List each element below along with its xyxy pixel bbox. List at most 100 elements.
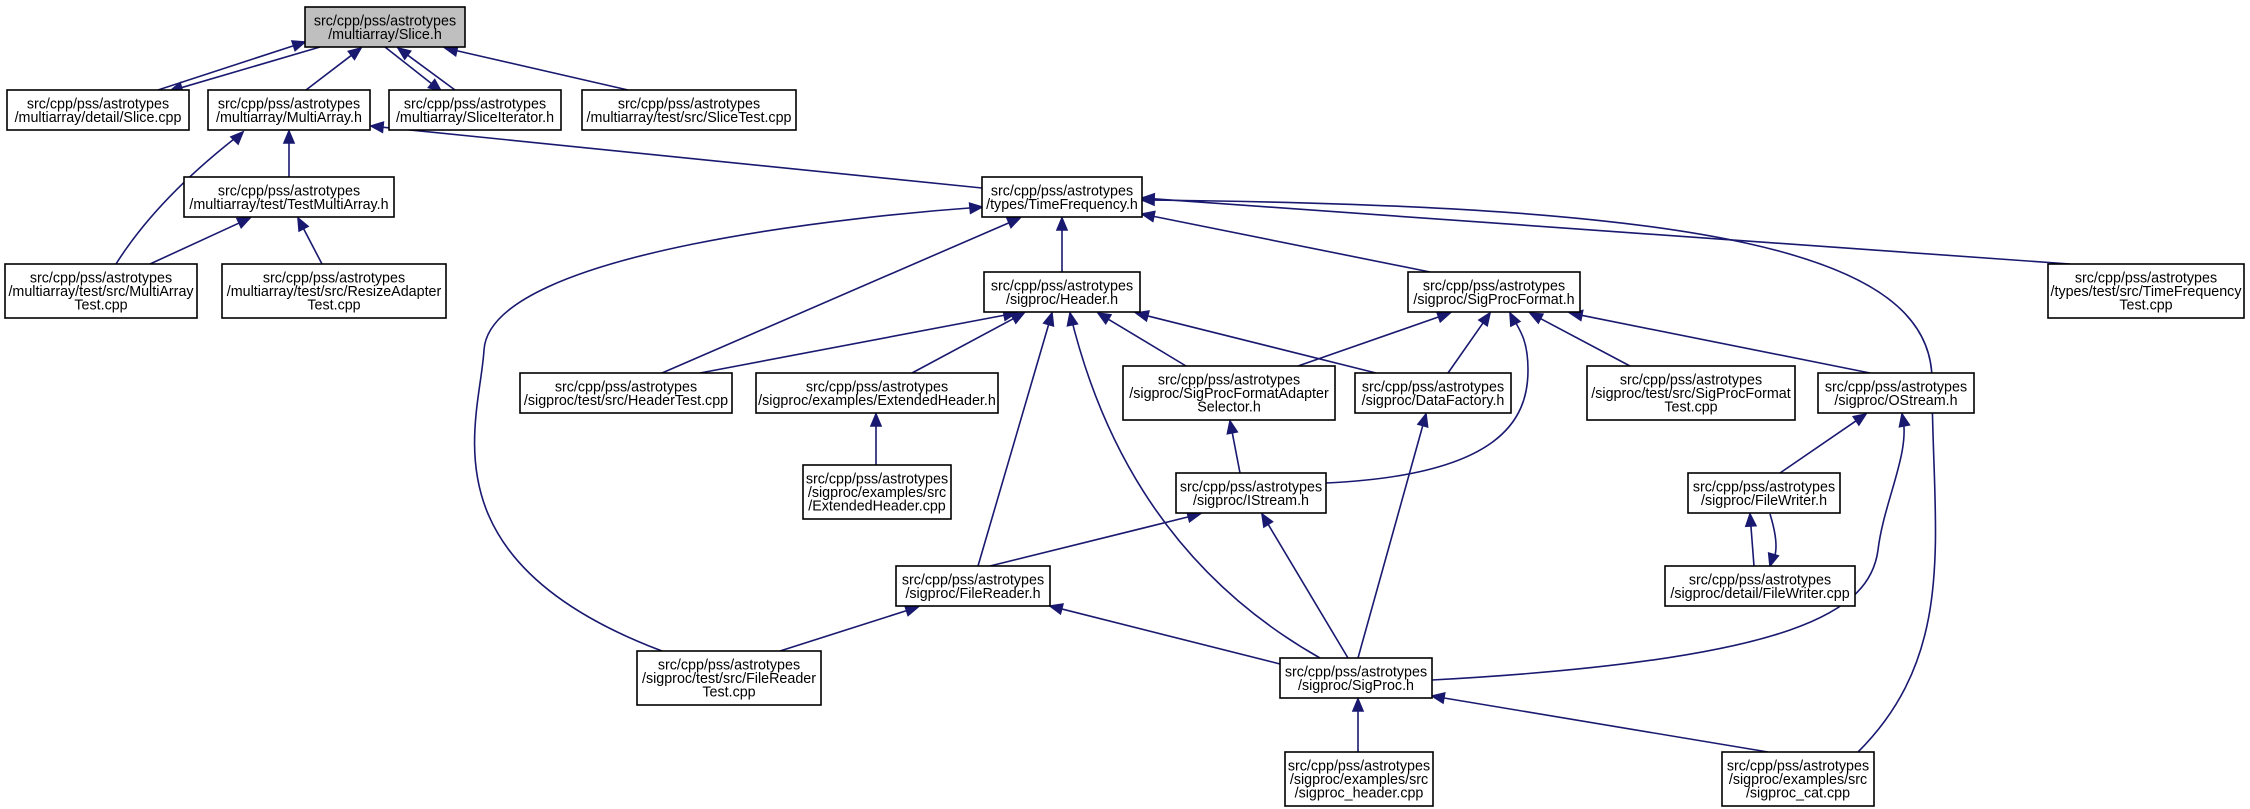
- node-box: [6, 89, 190, 131]
- node-label-line: /sigproc/IStream.h: [1193, 493, 1309, 509]
- arrowhead: [968, 202, 985, 215]
- node-resizeadaptertest-cpp[interactable]: src/cpp/pss/astrotypes/multiarray/test/s…: [221, 263, 447, 319]
- node-multiarraytest-cpp[interactable]: src/cpp/pss/astrotypes/multiarray/test/s…: [4, 263, 198, 319]
- arrowhead: [1477, 311, 1492, 328]
- node-detail-slice-cpp[interactable]: src/cpp/pss/astrotypes/multiarray/detail…: [6, 89, 190, 131]
- edge-sigproc_header_cpp-to-sigproc_h: [1351, 696, 1365, 752]
- nodes-layer: src/cpp/pss/astrotypes/multiarray/Slice.…: [4, 6, 2245, 807]
- node-extendedheader-cpp[interactable]: src/cpp/pss/astrotypes/sigproc/examples/…: [802, 464, 952, 520]
- node-label-line: Test.cpp: [702, 685, 755, 701]
- node-istream-h[interactable]: src/cpp/pss/astrotypes/sigproc/IStream.h: [1175, 472, 1327, 514]
- node-timefrequencytest-cpp[interactable]: src/cpp/pss/astrotypes/types/test/src/Ti…: [2047, 263, 2245, 319]
- edge-line: [1106, 317, 1187, 367]
- node-timefrequency-h[interactable]: src/cpp/pss/astrotypes/types/TimeFrequen…: [981, 176, 1143, 218]
- node-label-line: src/cpp/pss/astrotypes: [218, 183, 360, 199]
- node-slicetest-cpp[interactable]: src/cpp/pss/astrotypes/multiarray/test/s…: [581, 89, 797, 131]
- node-filereadertest-cpp[interactable]: src/cpp/pss/astrotypes/sigproc/test/src/…: [636, 650, 822, 706]
- node-sliceiterator-h[interactable]: src/cpp/pss/astrotypes/multiarray/SliceI…: [388, 89, 562, 131]
- node-label-line: src/cpp/pss/astrotypes: [1180, 479, 1322, 495]
- edge-testmultiarray_h-to-multiarray_h: [282, 128, 296, 177]
- node-label-line: src/cpp/pss/astrotypes: [30, 271, 172, 287]
- node-box: [1687, 472, 1841, 514]
- node-header-h[interactable]: src/cpp/pss/astrotypes/sigproc/Header.h: [983, 271, 1141, 313]
- node-label-line: /sigproc/examples/src: [1290, 772, 1428, 788]
- edge-sigproc_cat_cpp-to-timefrequency_h: [1139, 193, 1937, 753]
- node-label-line: /multiarray/Slice.h: [328, 27, 442, 43]
- node-box: [983, 271, 1141, 313]
- node-sigproc-header-cpp[interactable]: src/cpp/pss/astrotypes/sigproc/examples/…: [1284, 751, 1434, 807]
- edge-sigproc_cat_cpp-to-sigproc_h: [1429, 691, 1769, 753]
- edge-istream_h-to-adapterselector_h: [1226, 418, 1241, 474]
- edge-headertest_cpp-to-timefrequency_h: [661, 217, 1022, 374]
- edge-filereadertest_cpp-to-filereader_h: [779, 605, 920, 652]
- node-headertest-cpp[interactable]: src/cpp/pss/astrotypes/sigproc/test/src/…: [519, 372, 733, 414]
- arrowhead: [297, 216, 310, 233]
- edge-line: [779, 609, 909, 652]
- edge-line: [699, 314, 1007, 374]
- node-box: [802, 464, 952, 520]
- node-label-line: /sigproc/SigProcFormat.h: [1413, 292, 1574, 308]
- node-sigprocformattest-cpp[interactable]: src/cpp/pss/astrotypes/sigproc/test/src/…: [1586, 365, 1796, 421]
- node-multiarray-h[interactable]: src/cpp/pss/astrotypes/multiarray/MultiA…: [207, 89, 371, 131]
- node-box: [1279, 657, 1433, 699]
- node-box: [388, 89, 562, 131]
- edge-timefrequencytest_cpp-to-timefrequency_h: [1139, 192, 2071, 265]
- edge-line: [157, 44, 296, 91]
- node-filewriter-h[interactable]: src/cpp/pss/astrotypes/sigproc/FileWrite…: [1687, 472, 1841, 514]
- edge-line: [305, 53, 354, 91]
- node-testmultiarray-h[interactable]: src/cpp/pss/astrotypes/multiarray/test/T…: [183, 176, 395, 218]
- node-label-line: /sigproc/FileWriter.h: [1701, 493, 1827, 509]
- node-label-line: /sigproc/OStream.h: [1834, 393, 1957, 409]
- node-sigprocformat-h[interactable]: src/cpp/pss/astrotypes/sigproc/SigProcFo…: [1407, 271, 1581, 313]
- node-adapterselector-h[interactable]: src/cpp/pss/astrotypes/sigproc/SigProcFo…: [1122, 365, 1336, 421]
- edge-detail_slice_cpp-to-slice_h: [157, 40, 307, 91]
- node-label-line: src/cpp/pss/astrotypes: [555, 379, 697, 395]
- node-label-line: Test.cpp: [2119, 298, 2172, 314]
- arrowhead: [1528, 312, 1545, 325]
- node-box: [221, 263, 447, 319]
- edges-layer: [115, 40, 2071, 753]
- arrowhead: [1416, 411, 1429, 428]
- arrowhead: [1047, 603, 1064, 616]
- edge-line: [1538, 316, 1631, 367]
- arrowhead: [1851, 412, 1868, 427]
- node-label-line: Test.cpp: [1664, 400, 1717, 416]
- node-ostream-h[interactable]: src/cpp/pss/astrotypes/sigproc/OStream.h: [1817, 372, 1975, 414]
- edge-multiarraytest_cpp-to-testmultiarray_h: [149, 217, 252, 265]
- node-filewriter-cpp[interactable]: src/cpp/pss/astrotypes/sigproc/detail/Fi…: [1664, 565, 1856, 607]
- edge-filewriter_cpp-to-filewriter_h: [1744, 511, 1758, 567]
- node-label-line: src/cpp/pss/astrotypes: [991, 278, 1133, 294]
- node-label-line: /multiarray/test/src/MultiArray: [8, 284, 194, 300]
- node-label-line: src/cpp/pss/astrotypes: [1620, 373, 1762, 389]
- node-slice-h[interactable]: src/cpp/pss/astrotypes/multiarray/Slice.…: [304, 6, 466, 48]
- node-label-line: /sigproc/test/src/FileReader: [642, 671, 816, 687]
- node-sigproc-h[interactable]: src/cpp/pss/astrotypes/sigproc/SigProc.h: [1279, 657, 1433, 699]
- edge-sliceiterator_h-to-slice_h: [396, 46, 456, 91]
- edge-datafactory_h-to-sigprocformat_h: [1447, 311, 1492, 374]
- edge-istream_h-to-sigprocformat_h: [1325, 311, 1529, 484]
- node-box: [1586, 365, 1796, 421]
- node-extendedheader-h[interactable]: src/cpp/pss/astrotypes/sigproc/examples/…: [755, 372, 999, 414]
- node-datafactory-h[interactable]: src/cpp/pss/astrotypes/sigproc/DataFacto…: [1354, 372, 1512, 414]
- arrowhead: [1133, 310, 1150, 323]
- node-label-line: /sigproc/test/src/HeaderTest.cpp: [524, 393, 728, 409]
- arrowhead: [1066, 310, 1079, 327]
- node-sigproc-cat-cpp[interactable]: src/cpp/pss/astrotypes/sigproc/examples/…: [1721, 751, 1875, 807]
- node-filereader-h[interactable]: src/cpp/pss/astrotypes/sigproc/FileReade…: [895, 565, 1051, 607]
- edge-slice_h-to-sliceiterator_h: [384, 46, 443, 93]
- node-label-line: src/cpp/pss/astrotypes: [1158, 373, 1300, 389]
- edge-line: [1151, 215, 1431, 273]
- edge-line: [149, 221, 242, 265]
- node-box: [581, 89, 797, 131]
- node-label-line: src/cpp/pss/astrotypes: [218, 96, 360, 112]
- node-box: [4, 263, 198, 319]
- edge-line: [384, 46, 434, 86]
- arrowhead: [903, 605, 920, 617]
- node-label-line: /sigproc/DataFactory.h: [1362, 393, 1505, 409]
- edge-sigproc_h-to-istream_h: [1260, 512, 1349, 659]
- node-box: [1354, 372, 1512, 414]
- node-box: [1175, 472, 1327, 514]
- edge-extendedheader_cpp-to-extendedheader_h: [869, 411, 883, 465]
- edge-line: [1447, 320, 1485, 374]
